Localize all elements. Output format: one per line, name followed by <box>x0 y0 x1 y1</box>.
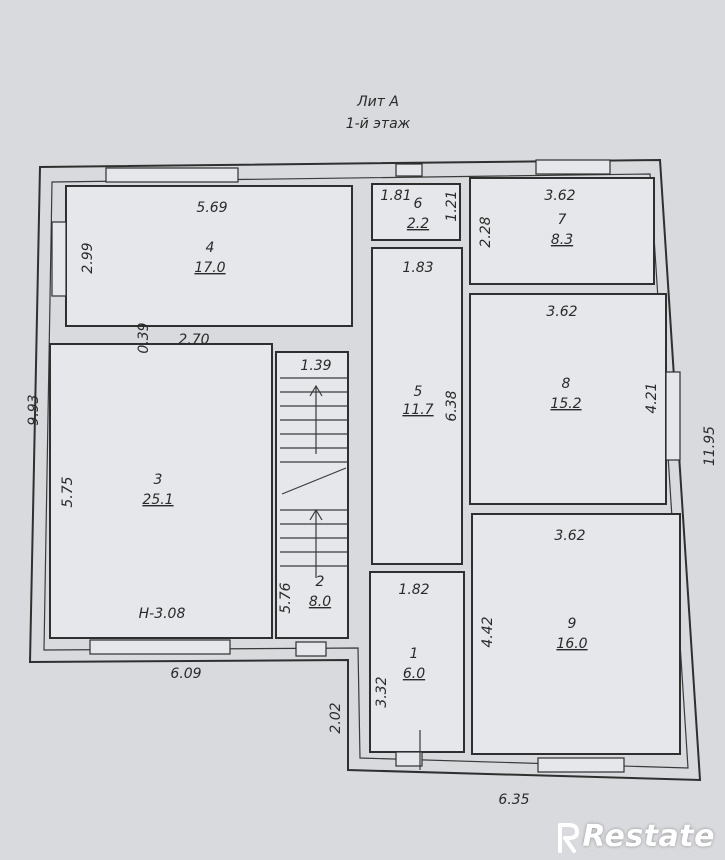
dim-left-total: 9.93 <box>26 394 42 425</box>
room-9-area: 16.0 <box>556 636 587 652</box>
dim-room9-height: 4.42 <box>480 616 496 647</box>
room-3-number: 3 <box>154 472 163 488</box>
exterior-wall-outer <box>28 158 702 782</box>
room-1 <box>369 571 465 753</box>
room-1-number: 1 <box>410 646 419 662</box>
dim-entry-offset: 2.02 <box>328 702 344 733</box>
dim-room5-height: 6.38 <box>444 390 460 421</box>
staircase <box>280 377 348 578</box>
dim-room4-height: 2.99 <box>80 242 96 273</box>
room-5-number: 5 <box>414 384 423 400</box>
dim-right-total: 11.95 <box>702 426 718 466</box>
dim-room1-width: 1.82 <box>398 582 429 598</box>
dim-room6-height: 1.21 <box>444 190 460 221</box>
dim-room6-width: 1.81 <box>380 188 411 204</box>
windows <box>51 159 681 773</box>
dim-room3-height: 5.75 <box>60 476 76 507</box>
room-labels: 4 17.0 3 25.1 2 8.0 6 2.2 5 11.7 1 6.0 7… <box>142 196 587 682</box>
plan-title-line1: Лит А <box>356 94 399 110</box>
dim-room7-width: 3.62 <box>544 188 575 204</box>
room-6 <box>371 183 461 241</box>
dim-room8-height: 4.21 <box>644 382 660 413</box>
room-7-area: 8.3 <box>551 232 573 248</box>
dimension-labels: 5.69 2.99 0.39 2.70 9.93 5.75 1.39 5.76 … <box>26 188 718 808</box>
room-3-area: 25.1 <box>142 492 173 508</box>
dim-stair-width: 1.39 <box>300 358 331 374</box>
room-4-area: 17.0 <box>194 260 225 276</box>
room-6-area: 2.2 <box>407 216 429 232</box>
dim-stair-height: 5.76 <box>278 582 294 613</box>
room-4-number: 4 <box>206 240 215 256</box>
room-8 <box>469 293 667 505</box>
exterior-wall-inner <box>43 173 689 769</box>
room-1-area: 6.0 <box>403 666 425 682</box>
dim-room5-width: 1.83 <box>402 260 433 276</box>
room-2-area: 8.0 <box>309 594 331 610</box>
dim-room4-width: 5.69 <box>196 200 227 216</box>
restate-logo-icon <box>558 822 580 853</box>
room-5-area: 11.7 <box>402 402 433 418</box>
room-9-number: 9 <box>568 616 577 632</box>
dim-bottom-right: 6.35 <box>498 792 529 808</box>
plan-title-line2: 1-й этаж <box>346 116 411 132</box>
room-2 <box>275 351 349 639</box>
room-8-number: 8 <box>562 376 571 392</box>
room-9 <box>471 513 681 755</box>
room-2-number: 2 <box>316 574 325 590</box>
room-7-number: 7 <box>558 212 567 228</box>
dim-room1-height: 3.32 <box>374 676 390 707</box>
room-3 <box>49 343 273 639</box>
dim-wall-thickness: 0.39 <box>136 322 152 353</box>
dim-corridor-width: 2.70 <box>178 332 209 348</box>
dim-room9-width: 3.62 <box>554 528 585 544</box>
watermark: Restate <box>556 819 715 854</box>
dim-room8-width: 3.62 <box>546 304 577 320</box>
room-8-area: 15.2 <box>550 396 581 412</box>
dim-ceiling-height: H-3.08 <box>139 606 186 622</box>
room-5 <box>371 247 463 565</box>
room-6-number: 6 <box>414 196 423 212</box>
watermark-text: Restate <box>582 819 715 854</box>
dim-room7-height: 2.28 <box>478 216 494 247</box>
dim-bottom-left: 6.09 <box>170 666 201 682</box>
room-7 <box>469 177 655 285</box>
